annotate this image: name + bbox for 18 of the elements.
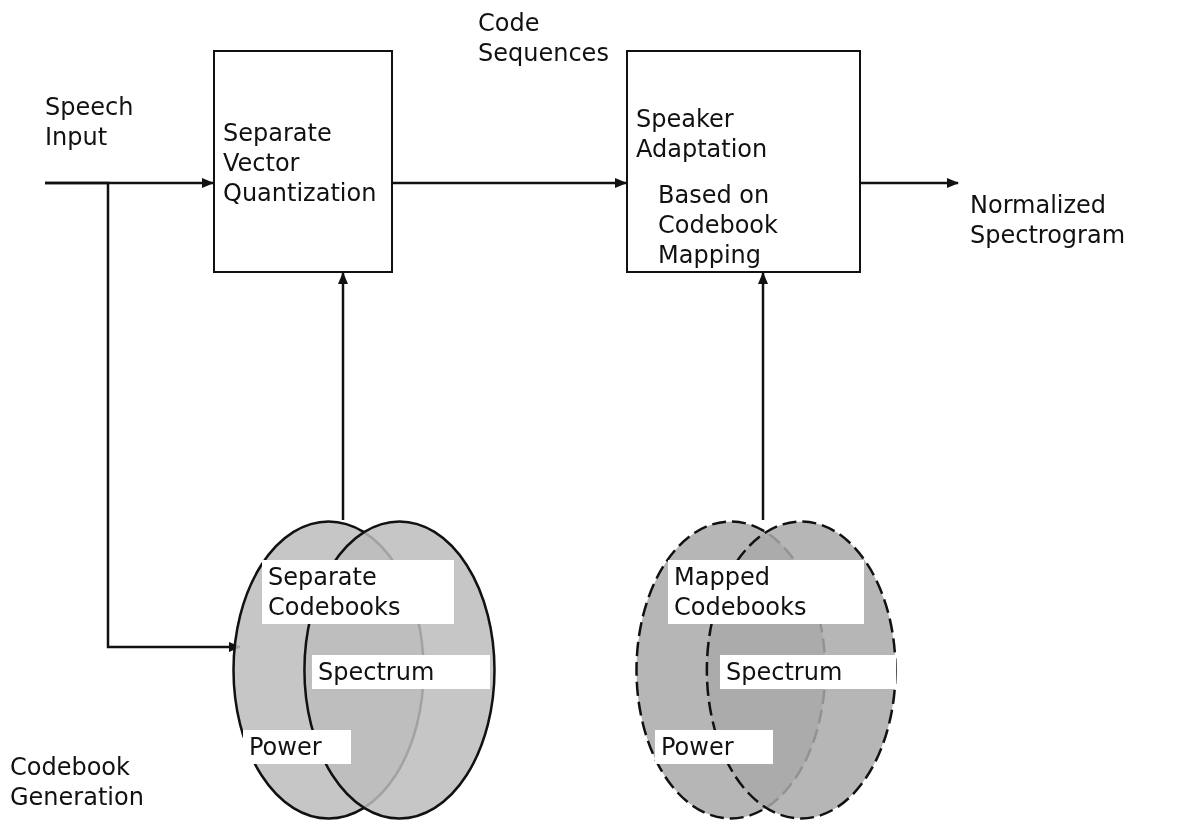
codebook-label: Power <box>243 730 351 764</box>
process-box <box>213 50 393 273</box>
process-box <box>626 50 861 273</box>
process-label: Speaker Adaptation <box>636 104 769 164</box>
codebook-label: Power <box>655 730 773 764</box>
output-label: Normalized Spectrogram <box>970 190 1127 250</box>
arrow <box>861 178 959 188</box>
process-label: Based on Codebook Mapping <box>658 180 779 270</box>
codebook-label: Spectrum <box>312 655 490 689</box>
codebook-label: Spectrum <box>720 655 896 689</box>
codebook-label: Mapped Codebooks <box>668 560 864 624</box>
text-label: Codebook Generation <box>10 752 145 812</box>
arrow <box>338 272 348 520</box>
arrow <box>758 272 768 520</box>
arrow <box>393 178 627 188</box>
text-label: Speech Input <box>45 92 135 152</box>
process-label: Separate Vector Quantization <box>223 118 378 208</box>
codebook-label: Separate Codebooks <box>262 560 454 624</box>
